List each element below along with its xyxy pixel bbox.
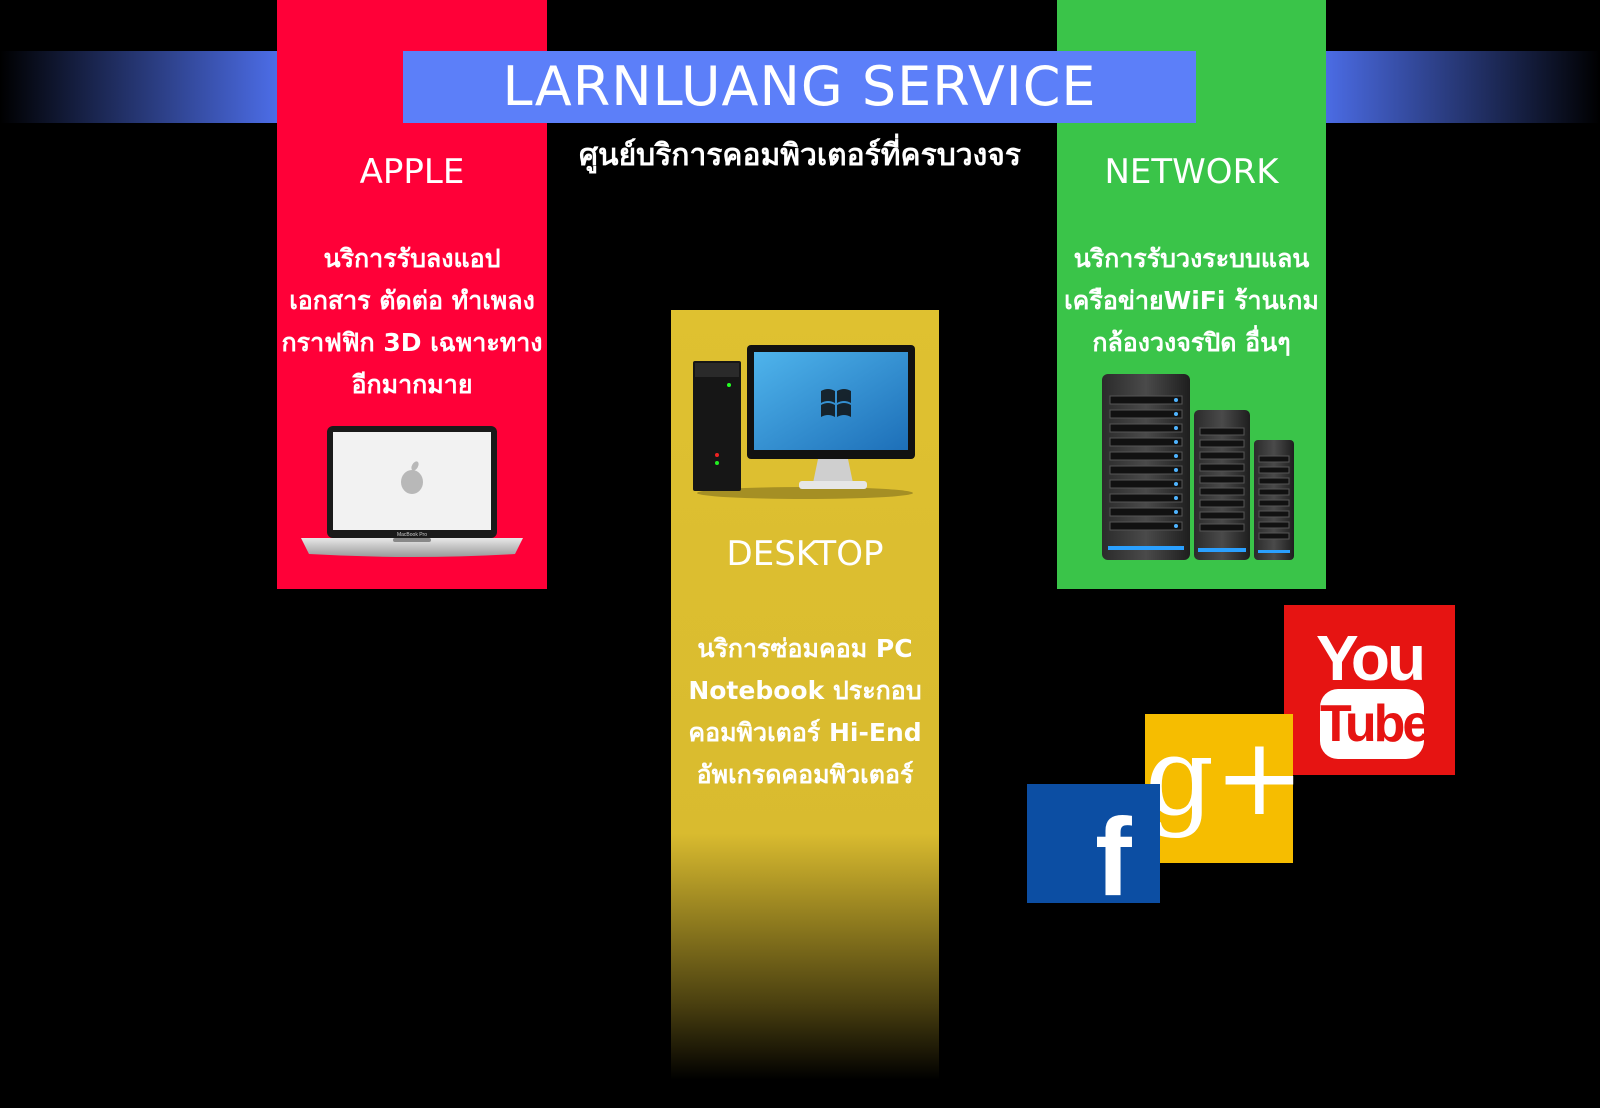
network-line: กล้องวงจรปิด อื่นๆ bbox=[1092, 328, 1291, 357]
apple-line: นริการรับลงแอป bbox=[323, 244, 501, 273]
laptop-icon: MacBook Pro bbox=[301, 426, 523, 557]
apple-description: นริการรับลงแอป เอกสาร ตัดต่อ ทำเพลง กราฟ… bbox=[277, 238, 547, 406]
youtube-button[interactable]: You Tube bbox=[1284, 605, 1455, 775]
youtube-tube-box bbox=[1320, 689, 1424, 759]
facebook-button[interactable]: f bbox=[1027, 784, 1160, 918]
desktop-description: นริการซ่อมคอม PC Notebook ประกอบ คอมพิวเ… bbox=[671, 628, 939, 796]
apple-line: เอกสาร ตัดต่อ ทำเพลง bbox=[289, 286, 535, 315]
network-title: NETWORK bbox=[1104, 152, 1279, 192]
google-plus-icon: g+ bbox=[1145, 715, 1305, 840]
network-description: นริการรับวงระบบแลน เครือข่ายWiFi ร้านเกม… bbox=[1057, 238, 1326, 364]
network-line: เครือข่ายWiFi ร้านเกม bbox=[1064, 286, 1319, 315]
apple-line: อีกมากมาย bbox=[351, 370, 473, 399]
youtube-you-text: You bbox=[1315, 622, 1426, 694]
server-rack-icon bbox=[1102, 374, 1294, 560]
network-line: นริการรับวงระบบแลน bbox=[1073, 244, 1310, 273]
page-subtitle: ศูนย์บริการคอมพิวเตอร์ที่ครบวงจร bbox=[579, 138, 1021, 173]
desktop-line: นริการซ่อมคอม PC bbox=[697, 634, 913, 663]
desktop-line: คอมพิวเตอร์ Hi-End bbox=[688, 718, 922, 747]
desktop-panel[interactable]: DESKTOP นริการซ่อมคอม PC Notebook ประกอบ… bbox=[671, 310, 939, 1080]
desktop-line: อัพเกรดคอมพิวเตอร์ bbox=[696, 760, 914, 789]
desktop-computer-icon bbox=[693, 345, 915, 499]
page-title: LARNLUANG SERVICE bbox=[403, 51, 1196, 123]
laptop-label: MacBook Pro bbox=[397, 532, 427, 538]
desktop-title: DESKTOP bbox=[726, 534, 884, 574]
apple-line: กราฟฟิก 3D เฉพาะทาง bbox=[281, 328, 543, 357]
apple-title: APPLE bbox=[359, 152, 465, 192]
youtube-tube-text: Tube bbox=[1320, 695, 1431, 753]
google-plus-button[interactable]: g+ bbox=[1145, 714, 1305, 863]
facebook-icon: f bbox=[1095, 796, 1132, 919]
desktop-line: Notebook ประกอบ bbox=[688, 676, 922, 705]
